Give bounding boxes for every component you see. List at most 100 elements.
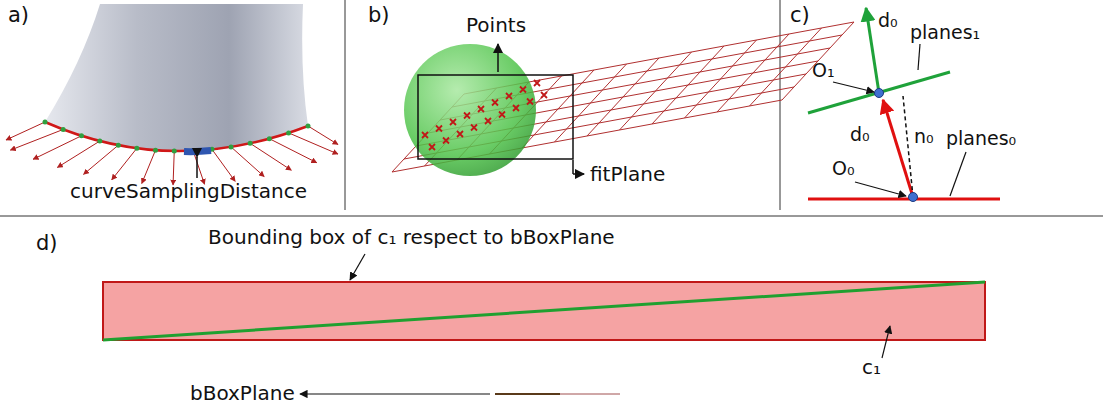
vessel-surface — [45, 4, 308, 151]
sample-point — [248, 141, 253, 146]
sample-point — [267, 136, 272, 141]
label: O₀ — [832, 158, 855, 179]
point-mark — [429, 144, 435, 150]
sample-point — [286, 130, 291, 135]
normal-arrow — [231, 147, 264, 177]
vector-arrow — [866, 8, 879, 93]
divider — [780, 0, 781, 210]
normal-arrow — [212, 149, 235, 181]
point-mark — [422, 132, 428, 138]
normal-arrow — [10, 129, 63, 150]
sample-point — [134, 146, 139, 151]
leader-line — [833, 82, 874, 92]
leader-line — [573, 173, 584, 175]
point-marks — [422, 80, 547, 150]
label: Bounding box of c₁ respect to bBoxPlane — [208, 226, 615, 248]
sphere — [404, 44, 536, 176]
sample-point — [229, 144, 234, 149]
grid-line — [620, 52, 692, 130]
normal-arrow — [84, 145, 119, 174]
point-mark — [436, 126, 442, 132]
leader-line — [918, 44, 920, 70]
divider — [0, 216, 1103, 217]
plane-line — [495, 393, 560, 395]
leader-line — [350, 254, 365, 280]
point-mark — [513, 105, 519, 111]
normal-arrows — [6, 122, 338, 185]
grid-line — [717, 34, 789, 112]
normal-arrow — [112, 148, 137, 180]
point-mark — [492, 100, 498, 106]
point-mark — [485, 118, 491, 124]
point-mark — [443, 138, 449, 144]
label: O₁ — [812, 60, 835, 81]
boundary-curve — [45, 122, 308, 151]
origin-point — [909, 193, 918, 202]
label: bBoxPlane — [190, 382, 295, 404]
sample-point — [61, 127, 66, 132]
label: n₀ — [914, 126, 934, 147]
sample-point — [172, 149, 177, 154]
label: planes₀ — [946, 128, 1016, 149]
point-mark — [450, 119, 456, 125]
point-mark — [534, 80, 540, 86]
sample-point — [43, 120, 48, 125]
sample-point — [79, 133, 84, 138]
origin-point — [875, 89, 884, 98]
curve-c1 — [103, 282, 985, 340]
grid-line — [587, 58, 659, 136]
label: planes₁ — [910, 22, 980, 43]
point-mark — [520, 87, 526, 93]
sample-point — [116, 143, 121, 148]
label: d) — [36, 232, 58, 255]
label: a) — [8, 4, 29, 27]
leader-line — [950, 152, 966, 196]
point-mark — [471, 125, 477, 131]
normal-arrow — [308, 126, 338, 145]
grid-line — [782, 22, 854, 100]
label: d₀ — [850, 124, 870, 145]
normal-arrow — [250, 143, 291, 170]
label: curveSamplingDistance — [70, 180, 307, 202]
normal-line — [903, 96, 913, 197]
vector-arrow — [883, 100, 913, 197]
point-mark — [499, 112, 505, 118]
grid-line — [750, 28, 822, 106]
plane-line — [560, 394, 620, 395]
bounding-box — [103, 282, 985, 340]
sample-points — [43, 120, 311, 154]
leader-line — [572, 160, 574, 174]
normal-arrow — [289, 133, 338, 154]
point-mark — [464, 113, 470, 119]
point-mark — [527, 99, 533, 105]
plane-line — [808, 198, 1000, 201]
leader-line — [196, 157, 198, 178]
sampling-segment — [184, 151, 211, 152]
label: Points — [466, 14, 526, 36]
label: c) — [790, 4, 810, 27]
leader-line — [497, 44, 499, 72]
label: c₁ — [862, 356, 881, 378]
label: b) — [368, 4, 390, 27]
window-rect — [418, 75, 573, 159]
leader-line — [300, 393, 490, 394]
sample-point — [306, 124, 311, 129]
sample-point — [153, 148, 158, 153]
point-mark — [457, 131, 463, 137]
sample-point — [97, 139, 102, 144]
normal-arrow — [33, 136, 81, 160]
point-mark — [506, 93, 512, 99]
normal-arrow — [57, 141, 99, 167]
normal-arrow — [6, 122, 45, 140]
label: fitPlane — [590, 163, 665, 185]
point-mark — [478, 106, 484, 112]
grid-line — [652, 46, 724, 124]
label: d₀ — [878, 10, 898, 31]
grid-line — [685, 40, 757, 118]
leader-line — [855, 182, 906, 196]
normal-arrow — [142, 150, 156, 183]
point-mark — [541, 92, 547, 98]
divider — [345, 0, 346, 210]
leader-line — [882, 326, 890, 358]
